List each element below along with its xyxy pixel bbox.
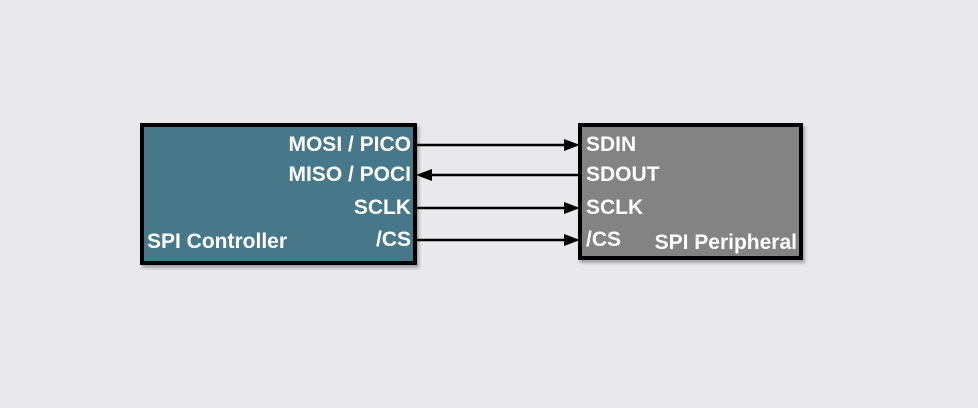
- arrowhead-right-icon: [564, 202, 580, 214]
- arrowhead-right-icon: [564, 234, 580, 246]
- controller-pin-miso-poci: MISO / POCI: [288, 163, 411, 186]
- arrowhead-right-icon: [564, 139, 580, 151]
- spi-controller-label: SPI Controller: [147, 230, 288, 253]
- spi-peripheral-box: SDIN SDOUT SCLK /CS SPI Peripheral: [578, 123, 803, 260]
- peripheral-pin-cs: /CS: [586, 228, 622, 251]
- peripheral-pin-sclk: SCLK: [586, 196, 644, 219]
- arrowhead-left-icon: [416, 169, 432, 181]
- peripheral-pin-sdout: SDOUT: [586, 163, 660, 186]
- controller-pin-mosi-pico: MOSI / PICO: [288, 133, 411, 156]
- spi-controller-box: MOSI / PICO MISO / POCI SCLK /CS SPI Con…: [140, 123, 417, 265]
- spi-peripheral-label: SPI Peripheral: [654, 231, 797, 254]
- controller-pin-sclk: SCLK: [353, 196, 411, 219]
- peripheral-pin-sdin: SDIN: [586, 133, 637, 156]
- controller-pin-cs: /CS: [375, 228, 411, 251]
